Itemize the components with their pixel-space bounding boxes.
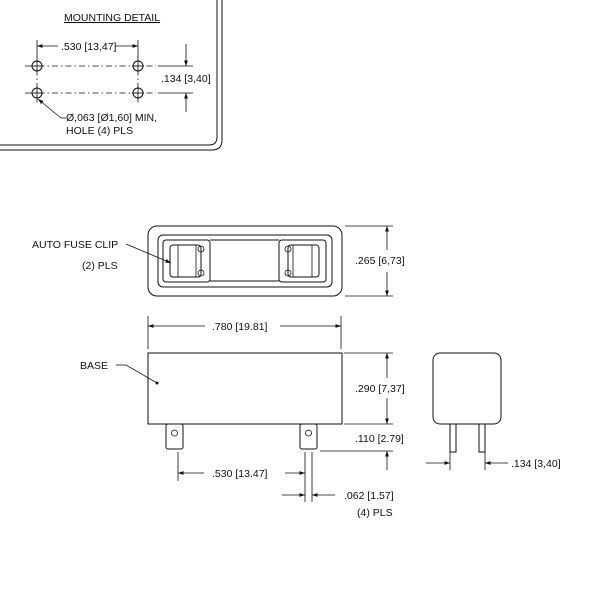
base-label: BASE: [80, 360, 108, 372]
holder-outline-inner: [157, 234, 333, 288]
base-pin-left: [165, 423, 184, 450]
fuse-clip-left: [162, 239, 211, 283]
fuse-clip-callout-line1: AUTO FUSE CLIP: [32, 239, 118, 251]
side-pin-left: [449, 423, 457, 453]
top-view: AUTO FUSE CLIP (2) PLS .265 [6,73]: [32, 225, 405, 297]
base-leader-dot: [155, 381, 159, 385]
hole-note-line2: HOLE (4) PLS: [66, 125, 133, 137]
base-pin-right: [299, 423, 318, 450]
mounting-dim-horizontal: .530 [13,47]: [61, 41, 117, 53]
holder-outline-outer: [147, 225, 343, 297]
base-leader: [125, 364, 158, 384]
front-view: .780 [19.81] BASE .290 [7,37] .110 [2.79…: [80, 316, 405, 519]
hole-note-line1: Ø,063 [Ø1,60] MIN,: [66, 112, 157, 124]
side-view: .134 [3,40]: [426, 352, 561, 470]
mounting-hole: [132, 87, 144, 99]
side-dim-pin-spacing: .134 [3,40]: [511, 458, 561, 470]
fuse-clip-right: [278, 239, 327, 283]
mounting-hole: [132, 60, 144, 72]
mounting-hole: [31, 60, 43, 72]
front-dim-pin-width-note: (4) PLS: [357, 507, 393, 519]
front-dim-pin-width: .062 [1.57]: [344, 490, 394, 502]
mounting-hole: [31, 87, 43, 99]
mounting-dim-vertical: .134 [3,40]: [161, 73, 211, 85]
front-dim-pin-spacing: .530 [13.47]: [212, 468, 268, 480]
front-dim-height: .290 [7,37]: [355, 383, 405, 395]
fuse-clip-leader: [125, 243, 172, 264]
mounting-detail-border: [0, 0, 218, 146]
mounting-detail-title: MOUNTING DETAIL: [64, 12, 160, 24]
side-pin-right: [478, 423, 486, 453]
hole-leader: [37, 98, 62, 119]
base-body: [147, 352, 343, 425]
mounting-detail-border-inner: [0, 0, 223, 151]
side-body: [432, 352, 502, 425]
fuse-clip-callout-line2: (2) PLS: [82, 260, 118, 272]
top-view-dim-height: .265 [6,73]: [355, 255, 405, 267]
mounting-detail: MOUNTING DETAIL .530 [13,47] .134 [3,40]: [0, 0, 223, 151]
front-dim-pin-height: .110 [2.79]: [355, 433, 404, 445]
front-dim-length: .780 [19.81]: [212, 321, 268, 333]
